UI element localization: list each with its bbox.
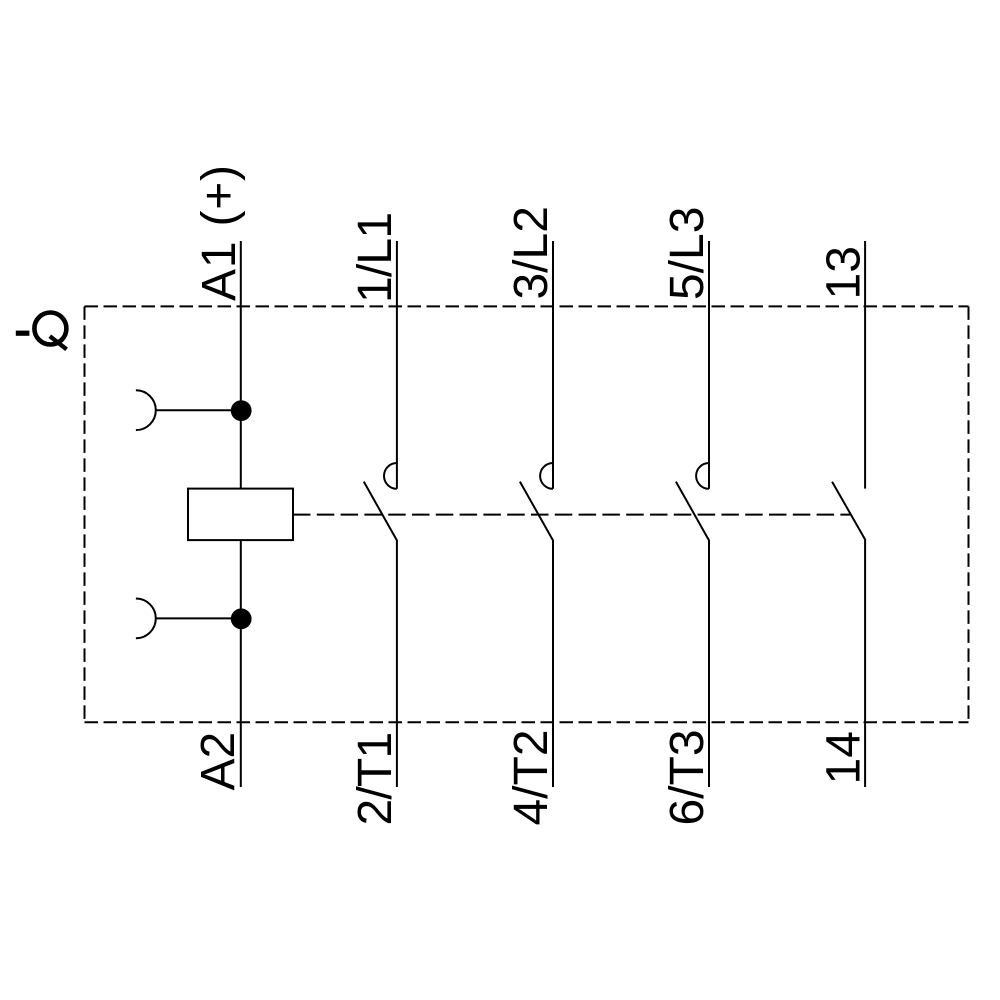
svg-text:3/L2: 3/L2 xyxy=(505,206,558,299)
svg-text:A2: A2 xyxy=(192,732,245,791)
svg-text:13: 13 xyxy=(817,246,870,299)
svg-text:4/T2: 4/T2 xyxy=(505,729,558,825)
svg-text:A1 (+): A1 (+) xyxy=(193,164,246,301)
svg-text:6/T3: 6/T3 xyxy=(661,729,714,825)
svg-text:2/T1: 2/T1 xyxy=(349,733,402,826)
svg-text:1/L1: 1/L1 xyxy=(349,213,402,303)
svg-text:5/L3: 5/L3 xyxy=(661,207,714,300)
svg-text:14: 14 xyxy=(817,731,870,784)
